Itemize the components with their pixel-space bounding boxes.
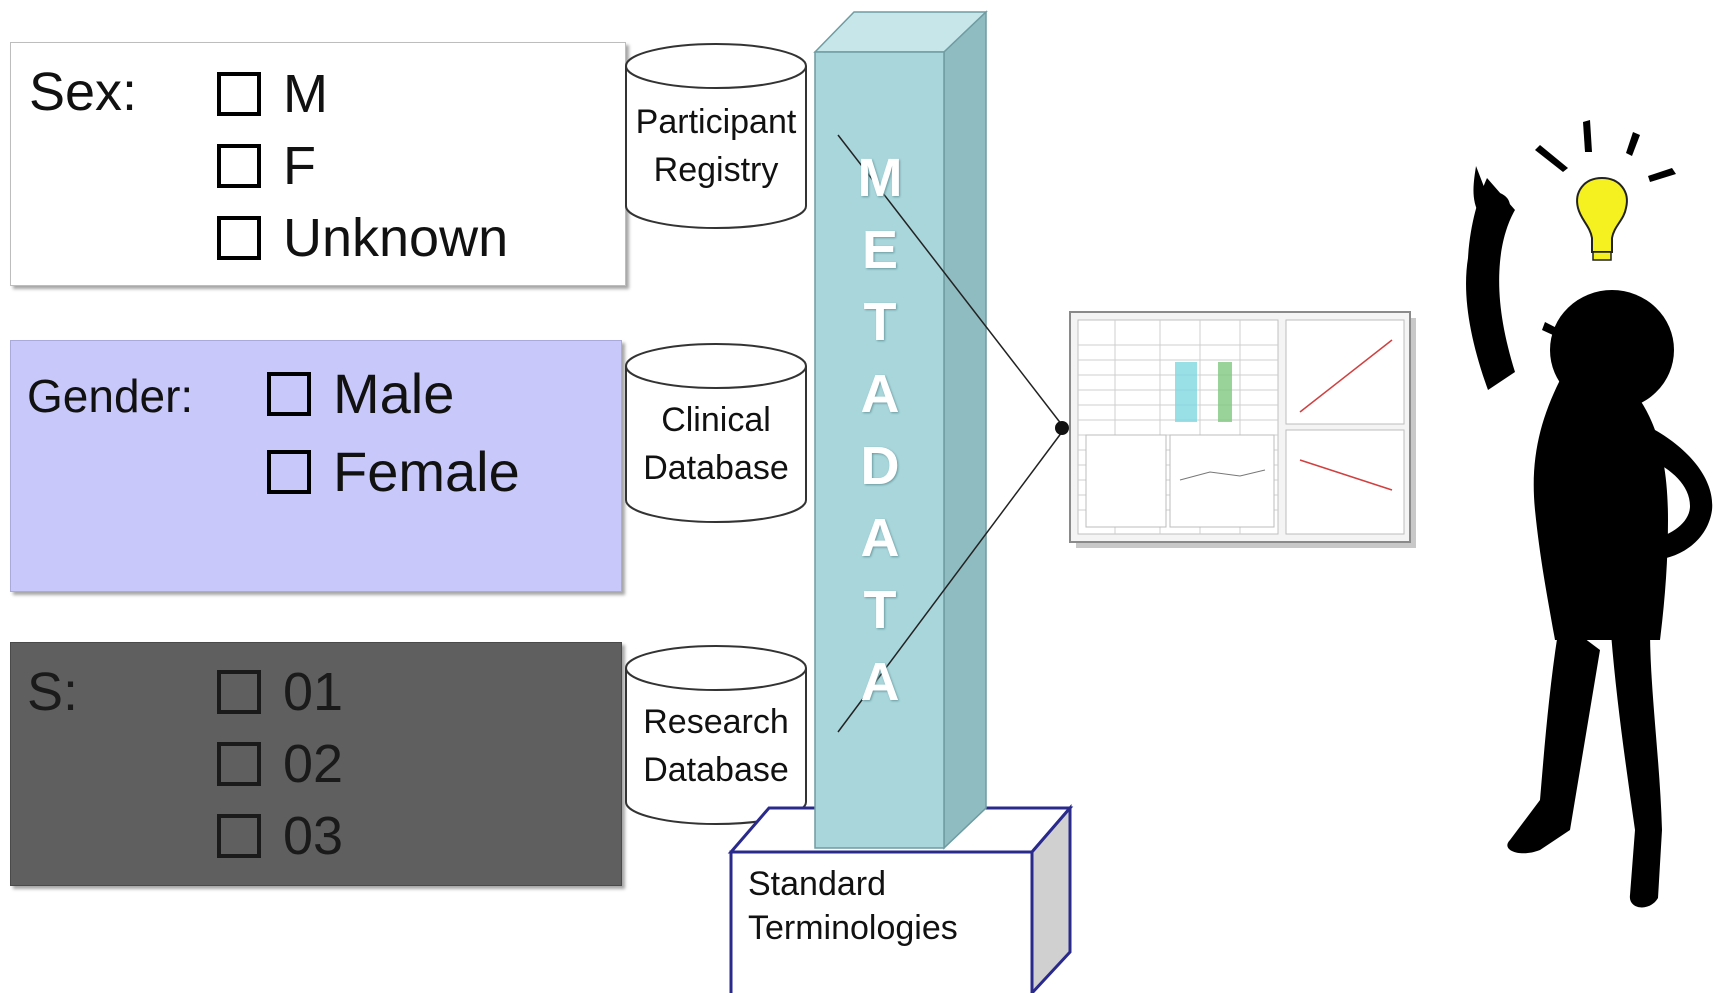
sex-option-m[interactable]: M	[217, 63, 328, 125]
s-form-label: S:	[27, 662, 79, 722]
option-label: 02	[283, 734, 344, 794]
gender-form-label: Gender:	[27, 370, 194, 422]
db-label-line: Participant	[635, 103, 797, 141]
database-cylinder-clinical	[625, 343, 807, 523]
checkbox-icon[interactable]	[217, 144, 261, 188]
checkbox-icon[interactable]	[217, 814, 261, 858]
db-clinical-label: Clinical Database	[626, 396, 806, 492]
metadata-letter: A	[860, 364, 900, 424]
db-label-line: Clinical	[661, 401, 771, 439]
metadata-letter: E	[861, 220, 899, 280]
option-label: Unknown	[283, 208, 509, 268]
option-label: Female	[333, 440, 520, 503]
thinking-person-silhouette-icon	[1466, 166, 1713, 908]
s-form-box: S: 01 02 03	[10, 642, 622, 886]
gender-option-male[interactable]: Male	[267, 361, 454, 426]
database-cylinder-research	[625, 645, 807, 825]
terminologies-line: Standard	[748, 865, 886, 903]
checkbox-icon[interactable]	[267, 449, 311, 494]
sex-option-f[interactable]: F	[217, 135, 316, 197]
checkbox-icon[interactable]	[217, 72, 261, 116]
option-label: 03	[283, 806, 344, 866]
option-label: Male	[333, 362, 455, 425]
metadata-letter: A	[860, 508, 900, 568]
metadata-letter: T	[863, 292, 897, 352]
connector-lines	[837, 134, 1063, 733]
db-label-line: Registry	[653, 151, 779, 189]
lightbulb-icon	[1535, 120, 1676, 261]
metadata-letter: M	[857, 148, 903, 208]
standard-terminologies-label: Standard Terminologies	[748, 862, 958, 950]
sex-option-unknown[interactable]: Unknown	[217, 207, 508, 269]
metadata-letter: T	[863, 580, 897, 640]
checkbox-icon[interactable]	[267, 371, 311, 416]
metadata-letter: A	[860, 652, 900, 712]
s-option-01[interactable]: 01	[217, 661, 343, 723]
db-research-label: Research Database	[626, 698, 806, 794]
db-label-line: Database	[643, 449, 789, 487]
metadata-pillar	[813, 10, 988, 850]
metadata-letter: D	[860, 436, 900, 496]
database-cylinder-participant-registry	[625, 43, 807, 229]
sex-form-box: Sex: M F Unknown	[10, 42, 626, 286]
checkbox-icon[interactable]	[217, 742, 261, 786]
s-option-02[interactable]: 02	[217, 733, 343, 795]
db-label-line: Research	[643, 703, 789, 741]
db-participant-registry-label: Participant Registry	[626, 98, 806, 194]
option-label: F	[283, 136, 316, 196]
option-label: M	[283, 64, 328, 124]
terminologies-line: Terminologies	[748, 909, 958, 947]
s-option-03[interactable]: 03	[217, 805, 343, 867]
checkbox-icon[interactable]	[217, 670, 261, 714]
sex-form-label: Sex:	[29, 62, 138, 122]
option-label: 01	[283, 662, 344, 722]
gender-form-box: Gender: Male Female	[10, 340, 622, 592]
db-label-line: Database	[643, 751, 789, 789]
gender-option-female[interactable]: Female	[267, 439, 520, 504]
metadata-label: M E T A D A T A	[852, 142, 908, 718]
checkbox-icon[interactable]	[217, 216, 261, 260]
spreadsheet-report-thumbnail	[1069, 311, 1416, 548]
connector-junction-dot	[1055, 421, 1069, 435]
